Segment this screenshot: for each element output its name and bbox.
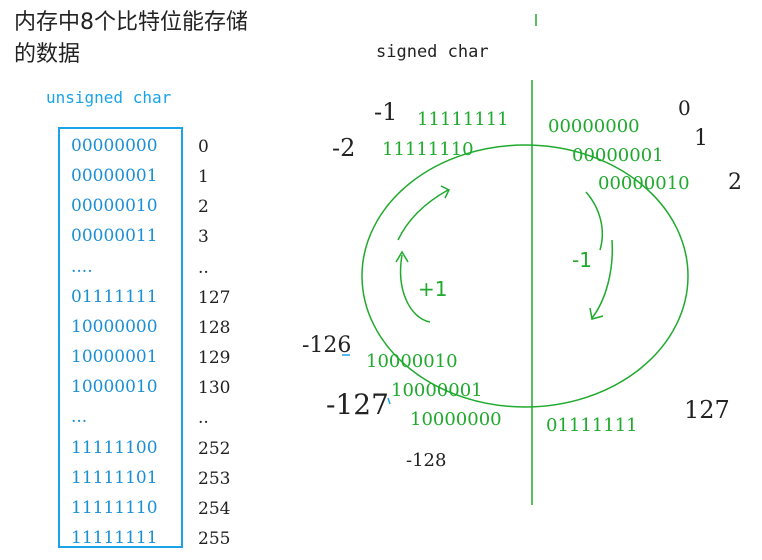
minus-one-label: -1 <box>572 248 592 272</box>
left-upper-arrow <box>397 189 449 241</box>
value-circle <box>361 144 689 408</box>
unsigned-char-label: unsigned char <box>46 88 172 107</box>
unsigned-list-box <box>58 127 183 548</box>
label-minus-126: -126 <box>302 333 352 358</box>
unsigned-row-binary: 10000010 <box>71 377 158 398</box>
unsigned-row-binary: 00000010 <box>71 196 158 217</box>
bin-10000001: 10000001 <box>391 380 483 401</box>
title-line-2: 的数据 <box>14 42 81 67</box>
unsigned-row-decimal: 253 <box>198 468 231 489</box>
left-lower-arrow <box>399 254 431 323</box>
label-0: 0 <box>678 96 691 120</box>
title-line-1: 内存中8个比特位能存储 <box>14 10 248 35</box>
label-1: 1 <box>694 126 708 151</box>
label-minus-2: -2 <box>332 134 356 162</box>
unsigned-row-binary: 10000001 <box>71 347 158 368</box>
unsigned-row-decimal: 0 <box>198 137 209 157</box>
label-2: 2 <box>728 170 742 195</box>
unsigned-row-decimal: 255 <box>198 528 231 549</box>
right-lower-arrowhead <box>589 307 604 320</box>
unsigned-row-binary: 11111110 <box>71 497 158 518</box>
right-upper-arrow <box>585 191 604 251</box>
unsigned-row-binary: 11111111 <box>71 527 158 548</box>
unsigned-row-decimal: 3 <box>198 227 209 248</box>
label-minus-127: -127 <box>326 388 389 421</box>
left-upper-arrowhead <box>440 185 451 199</box>
bin-00000010: 00000010 <box>598 173 690 194</box>
unsigned-row-binary: 10000000 <box>71 316 158 337</box>
bin-00000001: 00000001 <box>572 145 664 166</box>
bin-00000000: 00000000 <box>548 116 640 137</box>
bin-10000010: 10000010 <box>366 351 458 372</box>
unsigned-row-binary: 00000000 <box>71 136 158 156</box>
signed-char-label: signed char <box>376 42 489 62</box>
right-lower-arrow <box>591 239 614 319</box>
unsigned-row-binary: .... <box>71 256 93 277</box>
left-lower-arrowhead <box>395 250 409 263</box>
unsigned-row-binary: 00000001 <box>71 166 158 187</box>
unsigned-row-decimal: 252 <box>198 438 231 459</box>
unsigned-row-decimal: 1 <box>198 167 209 188</box>
bin-11111111: 11111111 <box>417 109 509 130</box>
unsigned-row-binary: 11111101 <box>71 467 158 488</box>
label-minus-128: -128 <box>406 450 447 471</box>
unsigned-row-decimal: 254 <box>198 498 231 519</box>
plus-one-label: +1 <box>418 277 448 301</box>
unsigned-row-decimal: .. <box>198 408 209 429</box>
small-blue-mark <box>387 397 391 405</box>
unsigned-row-binary: ... <box>71 407 88 428</box>
unsigned-row-binary: 01111111 <box>71 286 158 307</box>
unsigned-row-decimal: 130 <box>198 378 231 399</box>
unsigned-row-decimal: 2 <box>198 197 209 218</box>
bin-10000000: 10000000 <box>410 409 502 430</box>
unsigned-row-binary: 00000011 <box>71 226 158 247</box>
label-minus-1: -1 <box>374 98 398 126</box>
unsigned-row-decimal: .. <box>198 257 209 278</box>
bin-11111110: 11111110 <box>382 139 474 160</box>
bin-01111111: 01111111 <box>546 415 638 436</box>
unsigned-row-binary: 11111100 <box>71 437 158 458</box>
label-127: 127 <box>684 396 730 424</box>
unsigned-row-decimal: 127 <box>198 287 231 308</box>
unsigned-row-decimal: 129 <box>198 348 231 369</box>
unsigned-row-decimal: 128 <box>198 317 231 338</box>
